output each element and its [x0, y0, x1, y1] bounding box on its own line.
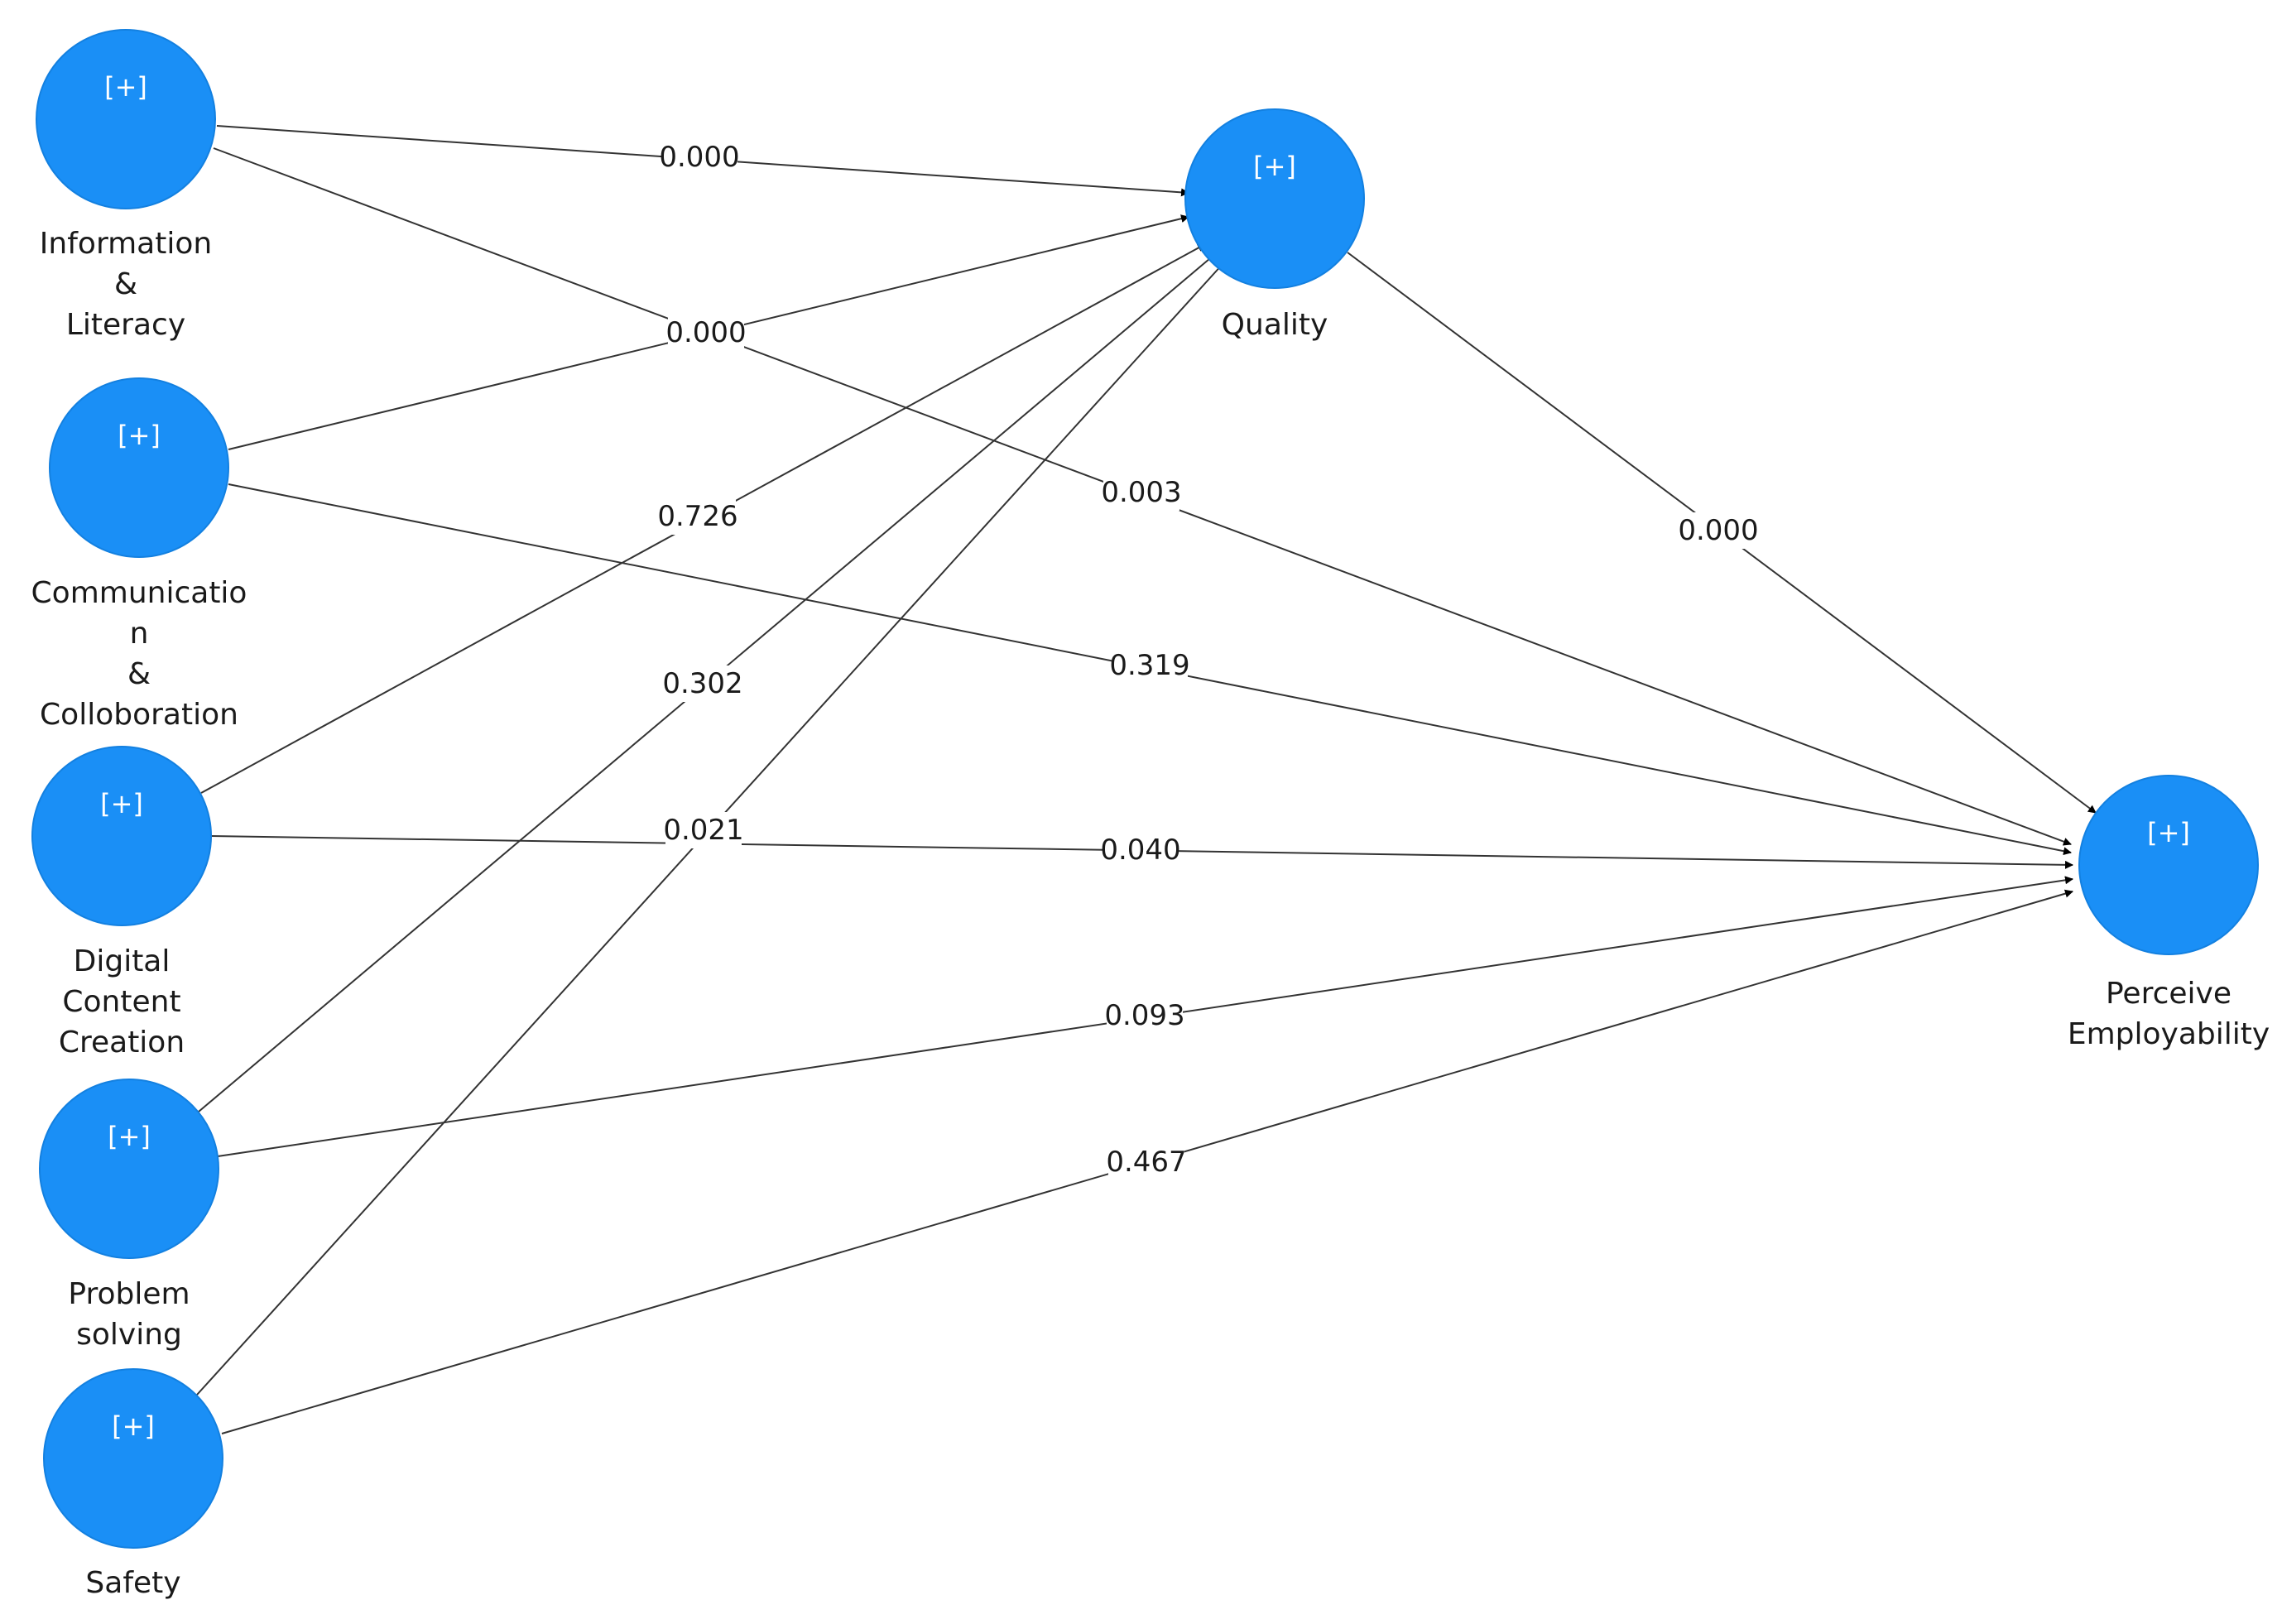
construct-label-line: Literacy — [65, 308, 186, 342]
construct-node-quality[interactable] — [1184, 108, 1365, 289]
expand-toggle-digital[interactable]: [+] — [100, 788, 143, 819]
path-coefficient-label-comm-to-pe: 0.319 — [1109, 649, 1189, 682]
edge-label-background — [1107, 997, 1183, 1034]
edge-label-background — [1680, 512, 1756, 549]
construct-node-safety[interactable] — [43, 1368, 223, 1549]
construct-label-line: & — [127, 657, 151, 691]
construct-node-comm[interactable] — [49, 377, 229, 558]
edge-label-background — [665, 665, 741, 702]
construct-label-info: Information & Literacy — [40, 223, 212, 345]
construct-label-line: Communicatio — [31, 576, 247, 610]
path-coefficient-label-comm-to-quality: 0.000 — [665, 316, 746, 349]
expand-toggle-quality[interactable]: [+] — [1253, 151, 1296, 182]
construct-label-line: Perceive — [2106, 977, 2232, 1011]
construct-label-line: Problem — [68, 1277, 190, 1311]
edge-label-background — [1112, 647, 1188, 684]
edge-label-background — [665, 812, 742, 848]
path-coefficient-label-info-to-pe: 0.003 — [1101, 476, 1181, 509]
path-coefficient-label-quality-to-pe: 0.000 — [1678, 514, 1758, 547]
expand-toggle-comm[interactable]: [+] — [118, 420, 161, 451]
construct-node-problem[interactable] — [39, 1079, 219, 1259]
edge-label-background — [660, 498, 736, 535]
edge-label-background — [661, 139, 737, 175]
construct-label-quality: Quality — [1222, 305, 1328, 345]
path-coefficient-label-digital-to-quality: 0.726 — [657, 500, 737, 533]
construct-node-pe[interactable] — [2078, 775, 2259, 955]
construct-node-info[interactable] — [36, 29, 216, 209]
expand-toggle-safety[interactable]: [+] — [112, 1410, 155, 1442]
construct-label-line: & — [113, 267, 138, 301]
construct-label-line: n — [129, 617, 149, 651]
construct-label-comm: Communicatio n & Colloboration — [31, 573, 247, 735]
construct-label-line: Employability — [2067, 1017, 2270, 1051]
construct-label-line: Safety — [85, 1566, 181, 1600]
construct-label-line: Quality — [1221, 308, 1328, 342]
construct-label-line: Information — [39, 227, 213, 261]
edge-label-background — [668, 315, 744, 351]
construct-label-line: Content — [62, 985, 181, 1019]
construct-label-line: solving — [76, 1318, 182, 1352]
construct-label-safety: Safety — [85, 1563, 180, 1603]
path-coefficient-label-digital-to-pe: 0.040 — [1100, 834, 1180, 867]
edge-label-background — [1108, 1144, 1184, 1180]
path-coefficient-label-safety-to-pe: 0.467 — [1106, 1146, 1186, 1179]
construct-label-line: Digital — [73, 944, 171, 978]
path-coefficient-label-info-to-quality: 0.000 — [659, 141, 739, 174]
construct-label-line: Colloboration — [40, 698, 238, 732]
path-coefficient-label-problem-to-quality: 0.302 — [662, 667, 742, 700]
expand-toggle-pe[interactable]: [+] — [2147, 817, 2190, 848]
construct-label-problem: Problem solving — [68, 1274, 190, 1355]
construct-node-digital[interactable] — [31, 746, 212, 926]
construct-label-line: Creation — [58, 1026, 185, 1059]
edge-label-background — [1103, 832, 1179, 868]
path-coefficient-label-safety-to-quality: 0.021 — [663, 814, 743, 847]
expand-toggle-problem[interactable]: [+] — [108, 1121, 151, 1152]
edge-label-background — [1103, 474, 1179, 511]
path-coefficient-label-problem-to-pe: 0.093 — [1104, 999, 1184, 1032]
expand-toggle-info[interactable]: [+] — [104, 71, 147, 103]
